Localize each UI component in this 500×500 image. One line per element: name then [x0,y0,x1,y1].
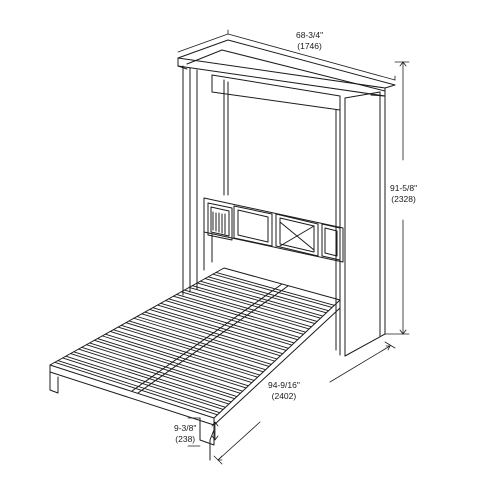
slat [54,360,221,416]
leg-imperial: 9-3/8" [174,423,197,433]
slat [93,338,249,389]
height-metric: (2328) [391,194,416,204]
slat [188,285,318,325]
width-imperial: 68-3/4" [296,30,324,40]
width-metric: (1746) [297,41,322,51]
height-imperial: 91-5/8" [390,183,418,193]
slat [212,271,335,308]
slat [157,302,295,346]
bed-platform [49,267,341,461]
slat [62,355,226,410]
slat [196,280,324,319]
slat [109,329,261,378]
depth-metric: (2402) [271,391,297,401]
leg-metric: (238) [175,434,196,444]
slat [78,346,238,400]
leg-dimension-label: 9-3/8" (238) [174,423,196,445]
depth-dimension-label: 94-9/16" (2402) [268,380,300,402]
slat [133,316,278,362]
slat [70,351,232,405]
slat [117,324,266,373]
slat [85,342,244,394]
slat [204,276,329,314]
dimension-lines [177,29,410,465]
slat [101,333,255,384]
width-dimension-label: 68-3/4" (1746) [296,30,323,52]
depth-imperial: 94-9/16" [268,380,300,390]
slat [125,320,272,367]
cabinet [177,39,396,357]
slat [180,289,312,330]
slat [149,307,289,351]
headboard [203,197,344,271]
slat [141,311,284,357]
slat [172,294,307,335]
slat [165,298,301,341]
height-dimension-label: 91-5/8" (2328) [390,183,417,205]
